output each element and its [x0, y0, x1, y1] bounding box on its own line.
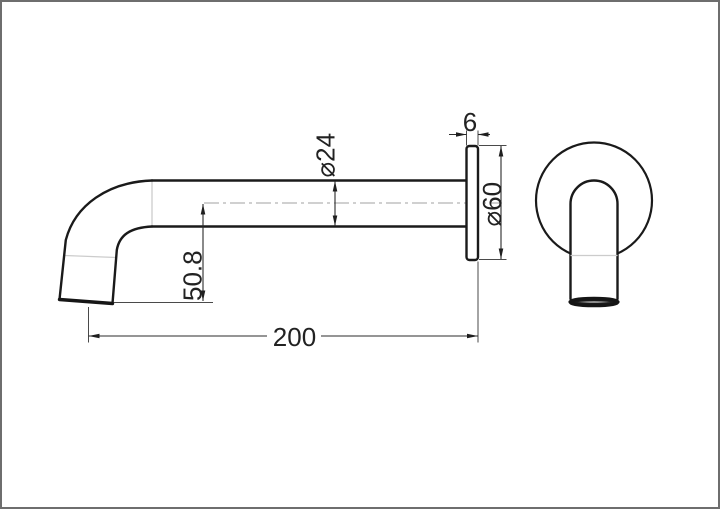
outlet-rim-inner [574, 300, 614, 304]
dimension-label-flange-diameter: ⌀60 [477, 182, 507, 227]
arrowhead-left [478, 132, 489, 137]
arrowhead-up [332, 181, 338, 192]
arrowhead-left [88, 333, 100, 339]
dimension-label-outlet-drop: 50.8 [178, 250, 208, 301]
dimension-label-flange-thickness: 6 [463, 107, 477, 137]
side-view [57, 144, 502, 306]
arrowhead-up [498, 146, 504, 157]
arrowhead-down [498, 248, 504, 259]
dimension-spout-diameter: ⌀24 [311, 133, 341, 226]
arrowhead-down [332, 215, 338, 226]
dimension-flange-thickness: 6 [449, 107, 490, 146]
dimension-outlet-drop: 50.8 [114, 204, 213, 303]
dimension-label-spout-diameter: ⌀24 [311, 133, 341, 178]
arrowhead-right [456, 132, 467, 137]
arrowhead-right [467, 333, 478, 339]
front-view [534, 141, 654, 308]
spout-inner-bend [111, 225, 154, 305]
dimension-flange-diameter: ⌀60 [477, 145, 507, 260]
arrowhead-down [200, 290, 206, 301]
tube-front-outline [569, 179, 619, 301]
spout-tip-edge [57, 297, 115, 306]
arrowhead-up [200, 204, 206, 215]
outlet-opening-ellipse [568, 296, 620, 308]
bend-tangent-line-spout [64, 254, 117, 259]
dimension-spout-reach: 200 [88, 261, 479, 352]
dimension-label-spout-reach: 200 [273, 322, 316, 352]
wall-flange-side [465, 144, 480, 262]
tube-front-mask [570, 180, 618, 302]
spout-outer-bend [58, 179, 154, 301]
